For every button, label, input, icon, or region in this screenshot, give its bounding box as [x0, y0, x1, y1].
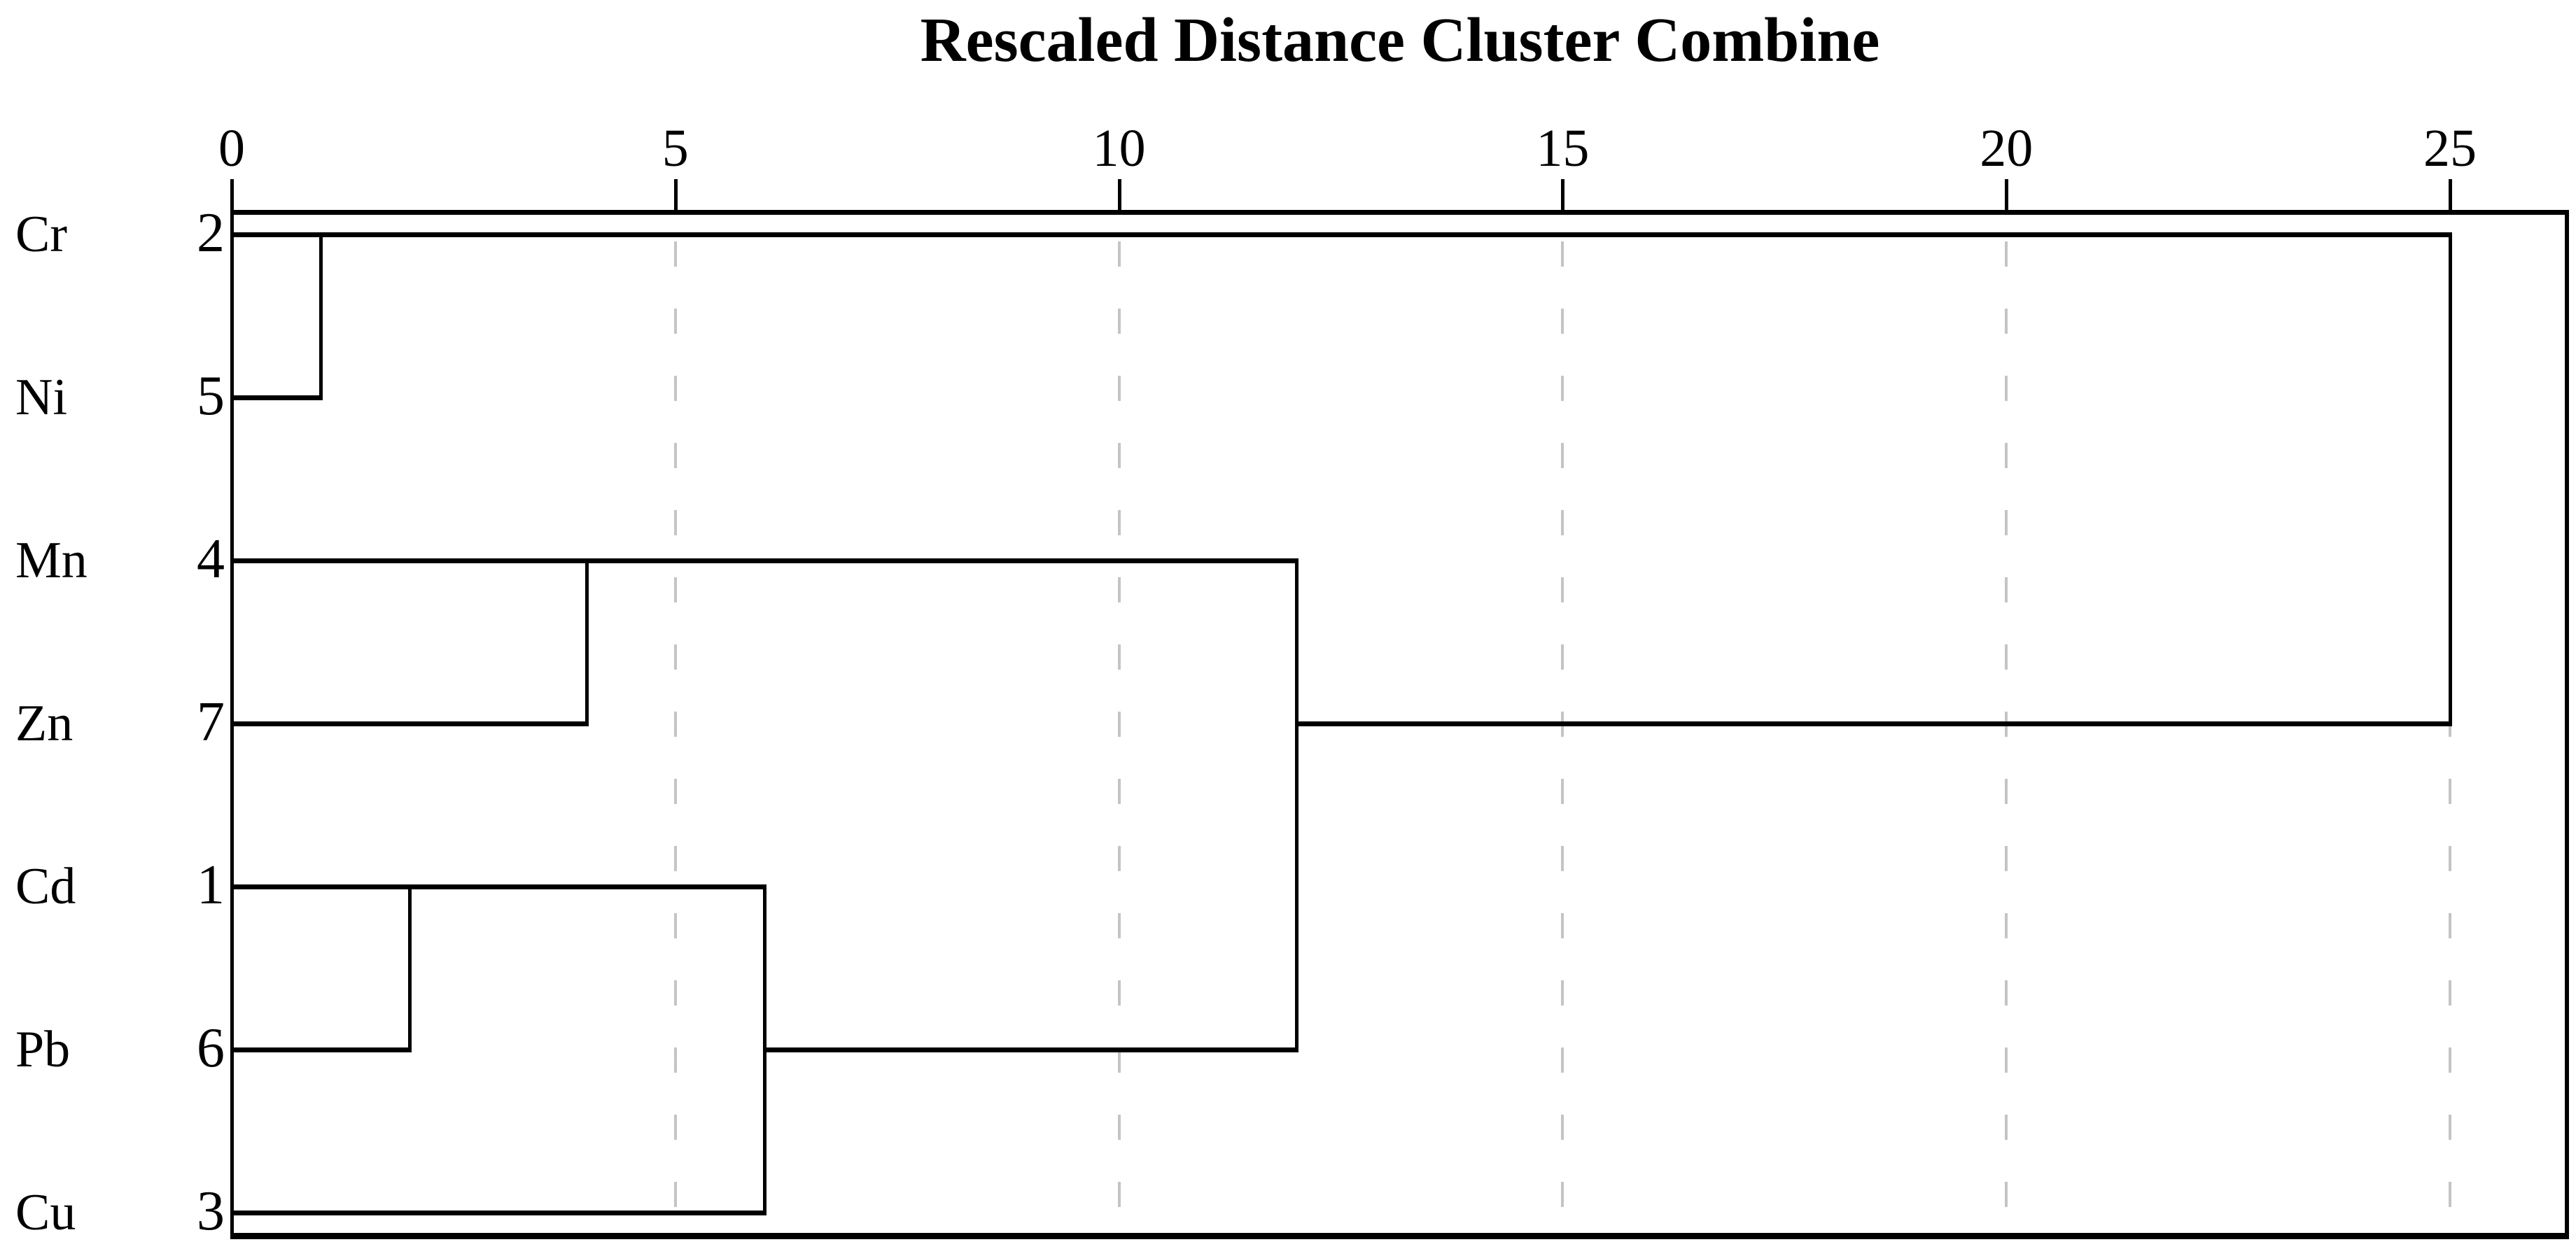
- axis-tick-label-20: 20: [1980, 119, 2033, 178]
- branch-line-Cd: [232, 884, 766, 889]
- plot-border-top: [230, 210, 2569, 215]
- merge-vertical-d25: [2449, 232, 2452, 726]
- branch-line-Cr: [232, 232, 2451, 237]
- case-number-Cr: 2: [197, 202, 225, 264]
- gridline-5: [673, 241, 677, 1233]
- axis-tick-label-15: 15: [1536, 119, 1590, 178]
- cluster-connector-d12: [1295, 721, 2451, 726]
- gridline-20: [2005, 241, 2008, 1233]
- plot-border-right: [2565, 210, 2569, 1239]
- chart-title: Rescaled Distance Cluster Combine: [920, 6, 1880, 75]
- axis-tick-25: [2449, 179, 2452, 213]
- branch-line-Ni: [232, 395, 322, 400]
- merge-vertical-d2: [407, 884, 412, 1052]
- row-label-Cr: Cr: [15, 206, 67, 263]
- branch-line-Cu: [232, 1211, 766, 1215]
- case-number-Mn: 4: [197, 528, 225, 590]
- plot-border-bottom: [230, 1233, 2569, 1239]
- axis-tick-10: [1117, 179, 1121, 213]
- axis-tick-label-0: 0: [218, 119, 245, 178]
- row-label-Ni: Ni: [15, 369, 67, 426]
- merge-vertical-d12: [1295, 558, 1299, 1052]
- row-label-Zn: Zn: [15, 695, 74, 752]
- axis-tick-20: [2005, 179, 2009, 213]
- gridline-25: [2449, 241, 2451, 1233]
- gridline-15: [1561, 241, 1564, 1233]
- row-label-Cu: Cu: [15, 1184, 76, 1241]
- row-label-Pb: Pb: [15, 1021, 71, 1078]
- axis-tick-0: [230, 179, 234, 213]
- case-number-Cu: 3: [197, 1180, 225, 1242]
- case-number-Ni: 5: [197, 365, 225, 427]
- branch-line-Zn: [232, 721, 589, 726]
- axis-tick-label-5: 5: [662, 119, 689, 178]
- gridline-10: [1117, 241, 1121, 1233]
- case-number-Cd: 1: [197, 854, 225, 916]
- branch-line-Pb: [232, 1047, 411, 1052]
- merge-vertical-d1: [318, 232, 323, 400]
- axis-tick-5: [673, 179, 678, 213]
- case-number-Pb: 6: [197, 1017, 225, 1079]
- axis-tick-label-25: 25: [2423, 119, 2477, 178]
- axis-tick-15: [1561, 179, 1565, 213]
- row-label-Mn: Mn: [15, 532, 88, 589]
- axis-tick-label-10: 10: [1092, 119, 1146, 178]
- row-label-Cd: Cd: [15, 858, 76, 915]
- branch-line-Mn: [232, 558, 1298, 563]
- merge-vertical-d4: [585, 558, 589, 726]
- cluster-connector-d6: [762, 1047, 1298, 1052]
- case-number-Zn: 7: [197, 691, 225, 753]
